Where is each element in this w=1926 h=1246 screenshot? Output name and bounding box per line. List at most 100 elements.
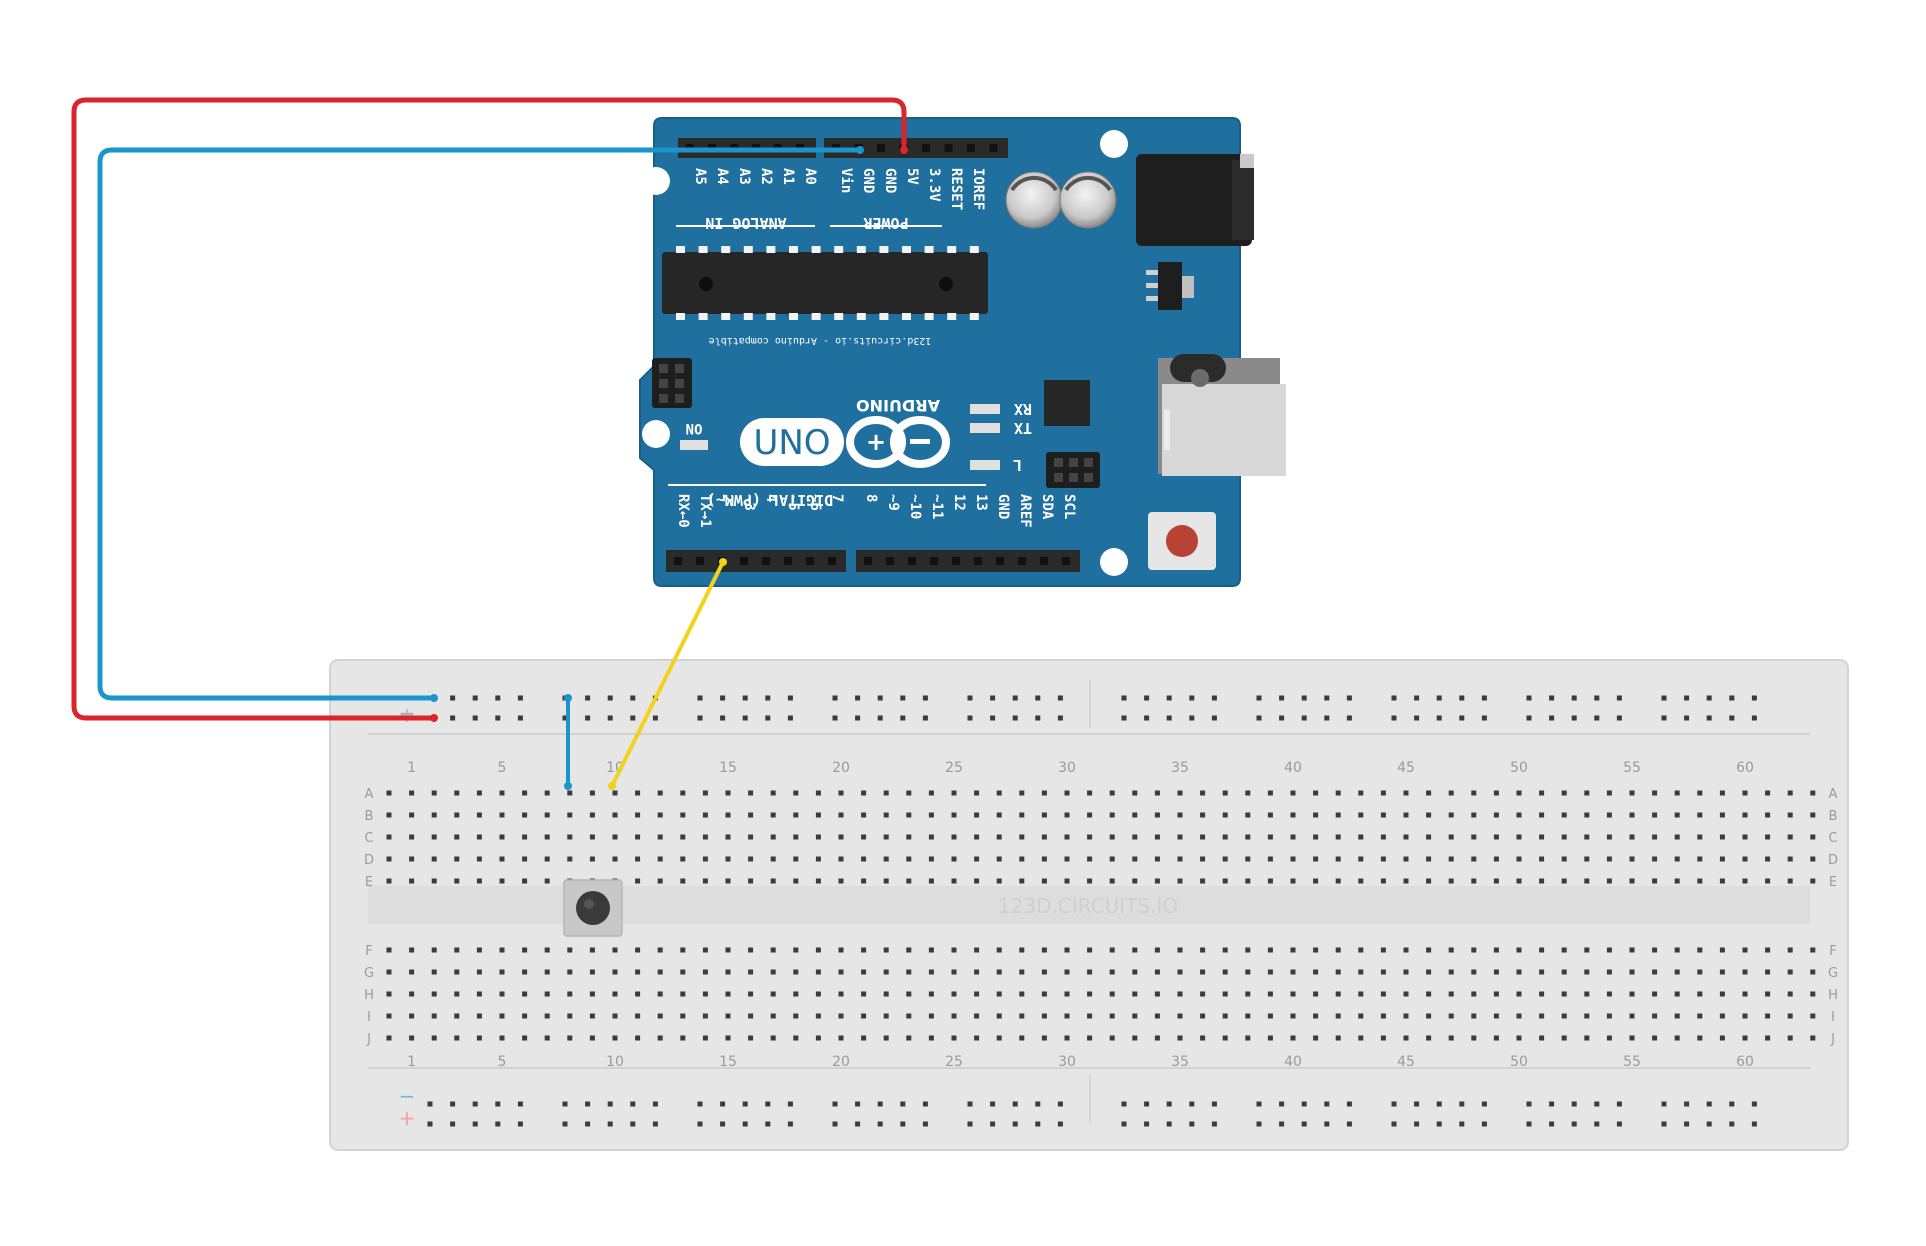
rail-hole[interactable] bbox=[1481, 1121, 1487, 1127]
breadboard-hole[interactable] bbox=[1290, 969, 1296, 975]
rail-hole[interactable] bbox=[517, 715, 523, 721]
breadboard-hole[interactable] bbox=[996, 1013, 1002, 1019]
breadboard-hole[interactable] bbox=[725, 812, 731, 818]
breadboard-hole[interactable] bbox=[1267, 1013, 1273, 1019]
breadboard-hole[interactable] bbox=[409, 856, 415, 862]
breadboard-hole[interactable] bbox=[1177, 969, 1183, 975]
icsp-header-left[interactable] bbox=[652, 358, 692, 408]
breadboard-hole[interactable] bbox=[1064, 947, 1070, 953]
breadboard-hole[interactable] bbox=[1313, 812, 1319, 818]
breadboard-hole[interactable] bbox=[1426, 834, 1432, 840]
breadboard-hole[interactable] bbox=[1561, 878, 1567, 884]
icsp-header-right[interactable] bbox=[1046, 452, 1100, 488]
breadboard-hole[interactable] bbox=[1787, 991, 1793, 997]
breadboard-hole[interactable] bbox=[1674, 856, 1680, 862]
rail-hole[interactable] bbox=[990, 695, 996, 701]
breadboard-hole[interactable] bbox=[1471, 812, 1477, 818]
breadboard-hole[interactable] bbox=[1177, 947, 1183, 953]
rail-hole[interactable] bbox=[1436, 715, 1442, 721]
rail-hole[interactable] bbox=[900, 715, 906, 721]
breadboard-hole[interactable] bbox=[476, 812, 482, 818]
breadboard-hole[interactable] bbox=[1222, 947, 1228, 953]
breadboard-hole[interactable] bbox=[861, 812, 867, 818]
breadboard-hole[interactable] bbox=[996, 856, 1002, 862]
breadboard-hole[interactable] bbox=[1697, 878, 1703, 884]
rail-hole[interactable] bbox=[585, 715, 591, 721]
breadboard-hole[interactable] bbox=[386, 1035, 392, 1041]
breadboard-hole[interactable] bbox=[1742, 1013, 1748, 1019]
breadboard-hole[interactable] bbox=[409, 1013, 415, 1019]
breadboard-hole[interactable] bbox=[612, 856, 618, 862]
rail-hole[interactable] bbox=[1616, 695, 1622, 701]
breadboard-hole[interactable] bbox=[1584, 947, 1590, 953]
breadboard-hole[interactable] bbox=[793, 969, 799, 975]
breadboard-hole[interactable] bbox=[1245, 790, 1251, 796]
breadboard-hole[interactable] bbox=[1200, 856, 1206, 862]
breadboard-hole[interactable] bbox=[1403, 947, 1409, 953]
rail-hole[interactable] bbox=[1057, 1121, 1063, 1127]
breadboard-hole[interactable] bbox=[522, 812, 528, 818]
breadboard-hole[interactable] bbox=[906, 790, 912, 796]
rail-hole[interactable] bbox=[787, 1121, 793, 1127]
breadboard-hole[interactable] bbox=[499, 856, 505, 862]
breadboard-hole[interactable] bbox=[1539, 969, 1545, 975]
rail-hole[interactable] bbox=[450, 695, 456, 701]
breadboard-hole[interactable] bbox=[1041, 969, 1047, 975]
breadboard-hole[interactable] bbox=[1606, 1013, 1612, 1019]
rail-hole[interactable] bbox=[1706, 1121, 1712, 1127]
breadboard-hole[interactable] bbox=[1290, 856, 1296, 862]
rail-hole[interactable] bbox=[1459, 1101, 1465, 1107]
breadboard-hole[interactable] bbox=[928, 991, 934, 997]
breadboard-hole[interactable] bbox=[1561, 991, 1567, 997]
breadboard-hole[interactable] bbox=[1177, 834, 1183, 840]
breadboard-hole[interactable] bbox=[1584, 812, 1590, 818]
breadboard-hole[interactable] bbox=[680, 834, 686, 840]
breadboard-hole[interactable] bbox=[1742, 991, 1748, 997]
breadboard-hole[interactable] bbox=[951, 969, 957, 975]
rail-hole[interactable] bbox=[877, 1121, 883, 1127]
breadboard-hole[interactable] bbox=[1719, 991, 1725, 997]
breadboard-hole[interactable] bbox=[1222, 878, 1228, 884]
breadboard-hole[interactable] bbox=[1787, 856, 1793, 862]
rail-hole[interactable] bbox=[495, 715, 501, 721]
rail-hole[interactable] bbox=[1301, 1121, 1307, 1127]
breadboard-hole[interactable] bbox=[1652, 812, 1658, 818]
rail-hole[interactable] bbox=[1144, 695, 1150, 701]
rail-hole[interactable] bbox=[450, 1121, 456, 1127]
breadboard-hole[interactable] bbox=[1426, 969, 1432, 975]
rail-hole[interactable] bbox=[1189, 695, 1195, 701]
wire-gnd-to-minus-rail[interactable] bbox=[97, 147, 860, 701]
breadboard-hole[interactable] bbox=[1267, 790, 1273, 796]
rail-hole[interactable] bbox=[1436, 1101, 1442, 1107]
rail-hole[interactable] bbox=[1121, 1101, 1127, 1107]
rail-hole[interactable] bbox=[1594, 695, 1600, 701]
breadboard-hole[interactable] bbox=[770, 947, 776, 953]
breadboard-hole[interactable] bbox=[476, 991, 482, 997]
breadboard-hole[interactable] bbox=[544, 856, 550, 862]
rail-hole[interactable] bbox=[1144, 715, 1150, 721]
breadboard-hole[interactable] bbox=[1787, 1035, 1793, 1041]
breadboard-hole[interactable] bbox=[1584, 991, 1590, 997]
breadboard-hole[interactable] bbox=[1087, 991, 1093, 997]
rail-hole[interactable] bbox=[562, 1101, 568, 1107]
breadboard-hole[interactable] bbox=[1132, 1035, 1138, 1041]
breadboard-hole[interactable] bbox=[725, 969, 731, 975]
breadboard-hole[interactable] bbox=[1493, 790, 1499, 796]
header-socket[interactable] bbox=[762, 557, 770, 565]
breadboard-hole[interactable] bbox=[1606, 969, 1612, 975]
breadboard-hole[interactable] bbox=[522, 1035, 528, 1041]
breadboard-hole[interactable] bbox=[1380, 856, 1386, 862]
header-socket[interactable] bbox=[877, 144, 885, 152]
breadboard-hole[interactable] bbox=[1742, 969, 1748, 975]
breadboard-hole[interactable] bbox=[1539, 790, 1545, 796]
breadboard-hole[interactable] bbox=[725, 856, 731, 862]
header-socket[interactable] bbox=[922, 144, 930, 152]
rail-hole[interactable] bbox=[1729, 715, 1735, 721]
breadboard-hole[interactable] bbox=[1674, 991, 1680, 997]
breadboard-hole[interactable] bbox=[454, 1013, 460, 1019]
breadboard-hole[interactable] bbox=[996, 834, 1002, 840]
breadboard-hole[interactable] bbox=[1426, 856, 1432, 862]
rail-hole[interactable] bbox=[585, 1101, 591, 1107]
breadboard-hole[interactable] bbox=[1652, 878, 1658, 884]
breadboard-hole[interactable] bbox=[454, 1035, 460, 1041]
